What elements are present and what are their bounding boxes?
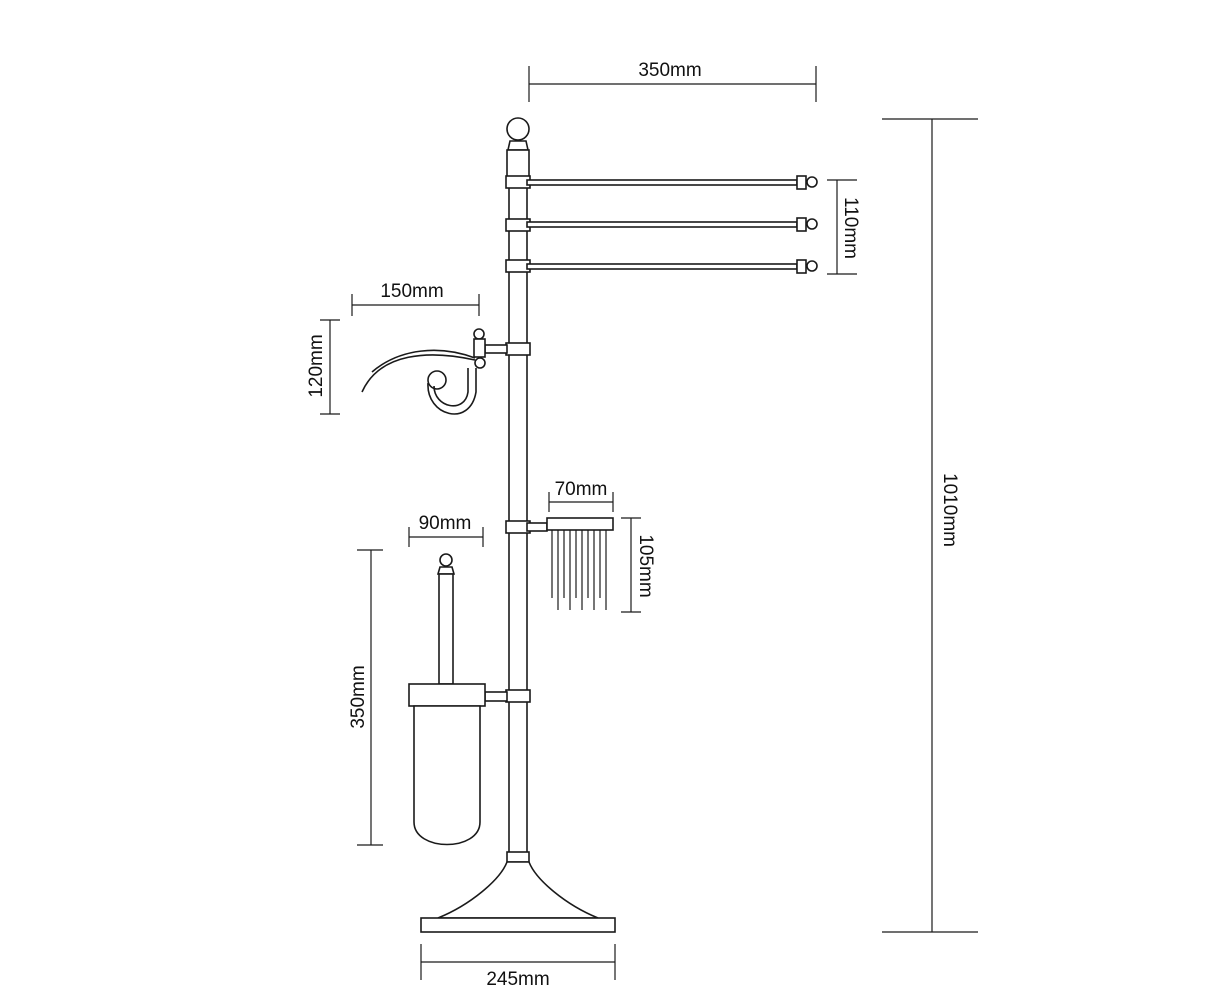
dimension-paper-holder-height: 120mm xyxy=(306,319,340,415)
dimension-basket-height: 105mm xyxy=(621,517,656,613)
wire-basket xyxy=(526,517,614,610)
label-110mm: 110mm xyxy=(840,197,861,259)
dimension-basket-width: 70mm xyxy=(548,479,614,512)
stand-base xyxy=(420,851,616,933)
dimension-overall-height: 1010mm xyxy=(882,118,978,933)
toilet-paper-holder xyxy=(361,328,508,415)
main-pole xyxy=(508,177,528,857)
label-90mm: 90mm xyxy=(419,513,472,534)
label-70mm: 70mm xyxy=(555,479,608,500)
label-245mm: 245mm xyxy=(486,969,549,990)
toilet-brush-holder xyxy=(408,553,508,846)
towel-bar-middle xyxy=(526,217,818,232)
towel-bar-top xyxy=(526,175,818,190)
dimension-brush-width: 90mm xyxy=(408,513,484,547)
dimension-brush-height: 350mm xyxy=(348,549,383,846)
label-350mm-top: 350mm xyxy=(638,60,701,81)
label-350mm-side: 350mm xyxy=(348,665,369,728)
label-105mm: 105mm xyxy=(635,534,656,597)
top-finial xyxy=(506,117,530,179)
label-1010mm: 1010mm xyxy=(939,473,960,547)
dimension-paper-holder-width: 150mm xyxy=(351,281,480,316)
label-120mm: 120mm xyxy=(306,334,327,397)
dimension-bar-spacing: 110mm xyxy=(827,179,861,275)
dimension-base-width: 245mm xyxy=(420,944,616,990)
dimension-towel-bar-length: 350mm xyxy=(528,60,817,102)
label-150mm: 150mm xyxy=(380,281,443,302)
towel-bar-bottom xyxy=(526,259,818,274)
freestanding-bathroom-stand xyxy=(361,117,818,933)
